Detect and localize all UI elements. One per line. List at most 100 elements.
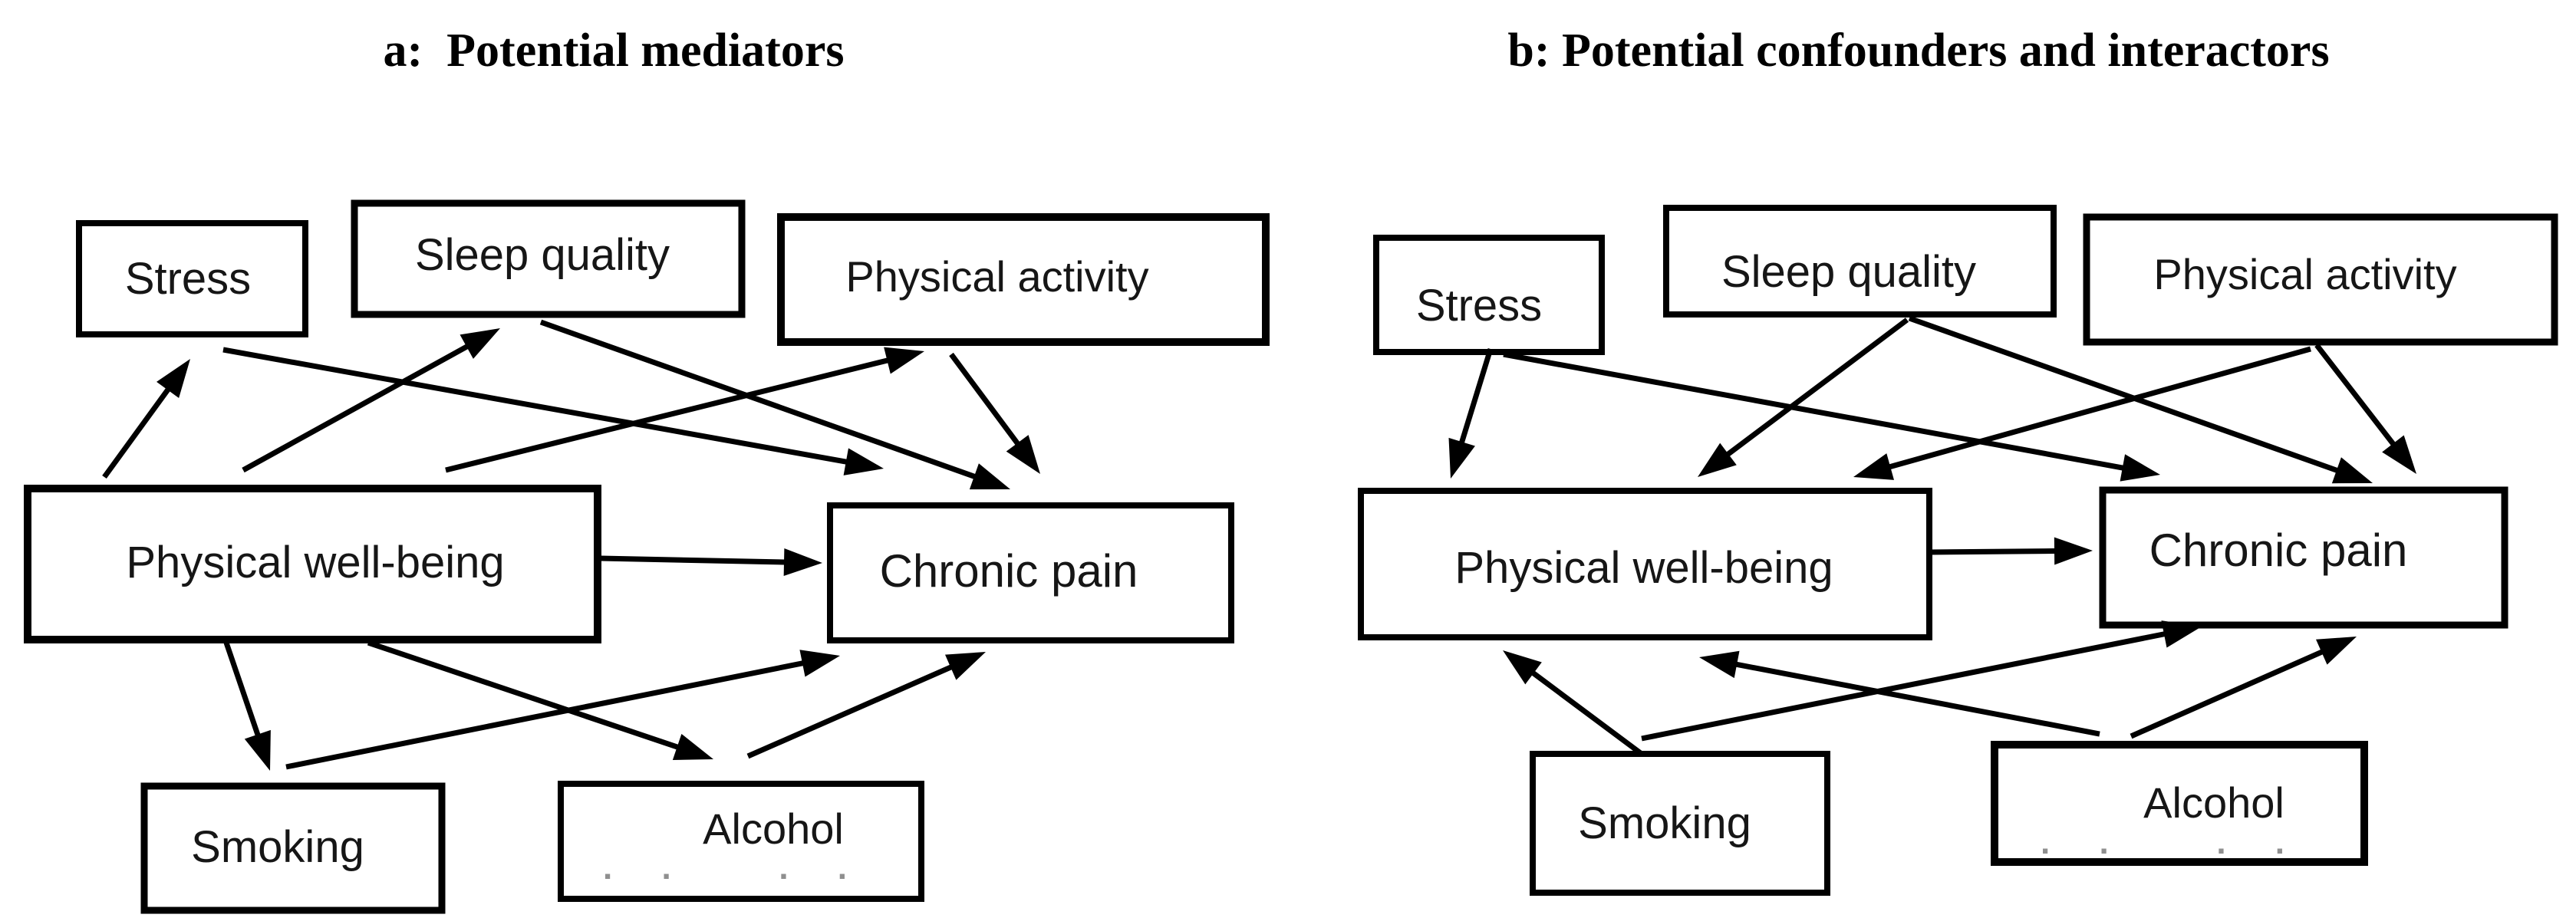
edge-b-alcohol-to-wellbeing bbox=[1699, 650, 2100, 737]
edge-b-sleep-to-pain bbox=[1908, 315, 2373, 484]
edge-a-stress-to-pain-shaft bbox=[222, 347, 860, 467]
edge-a-wellbeing-to-activity-shaft bbox=[445, 354, 901, 473]
edge-a-wellbeing-to-smoking bbox=[223, 641, 271, 771]
node-a-pain: Chronic pain bbox=[827, 502, 1234, 643]
edge-a-wellbeing-to-pain-arrowhead-icon bbox=[783, 548, 822, 576]
edge-a-alcohol-to-pain bbox=[746, 652, 986, 759]
edge-a-wellbeing-to-stress-arrowhead-icon bbox=[156, 359, 190, 399]
edge-a-smoking-to-pain bbox=[285, 650, 840, 770]
node-a-stress: Stress bbox=[76, 220, 308, 337]
edge-b-sleep-to-wellbeing-arrowhead-icon bbox=[1698, 443, 1737, 477]
node-b-activity: Physical activity bbox=[2083, 213, 2558, 346]
edge-a-wellbeing-to-smoking-shaft bbox=[223, 641, 265, 749]
edge-a-wellbeing-to-sleep-shaft bbox=[242, 337, 480, 473]
node-a-wellbeing-label: Physical well-being bbox=[126, 538, 504, 587]
edge-a-stress-to-pain-arrowhead-icon bbox=[843, 448, 884, 475]
edge-a-wellbeing-to-pain-shaft bbox=[600, 555, 798, 565]
edge-b-stress-to-pain-shaft bbox=[1503, 351, 2136, 473]
node-a-stress-label: Stress bbox=[125, 254, 251, 304]
node-b-pain-box bbox=[2099, 486, 2508, 629]
edge-b-sleep-to-pain-shaft bbox=[1908, 315, 2350, 478]
node-a-sleep-label: Sleep quality bbox=[415, 230, 670, 280]
node-b-stress-label: Stress bbox=[1416, 281, 1542, 331]
edge-b-smoking-to-pain-shaft bbox=[1641, 628, 2178, 742]
edge-b-activity-to-pain-arrowhead-icon bbox=[2382, 435, 2416, 474]
node-b-pain: Chronic pain bbox=[2099, 486, 2508, 629]
node-a-stress-box bbox=[76, 220, 308, 337]
edge-b-smoking-to-wellbeing-shaft bbox=[1520, 663, 1644, 756]
erased-text-artifact-a: . . . . bbox=[603, 849, 867, 887]
diagram-a-title: a: Potential mediators bbox=[384, 25, 845, 77]
edge-b-activity-to-wellbeing-arrowhead-icon bbox=[1853, 453, 1895, 480]
edge-b-stress-to-wellbeing-shaft bbox=[1455, 347, 1494, 456]
edge-b-stress-to-wellbeing-arrowhead-icon bbox=[1448, 437, 1475, 479]
node-a-wellbeing: Physical well-being bbox=[24, 485, 601, 643]
node-a-wellbeing-box bbox=[24, 485, 601, 643]
edge-b-alcohol-to-pain-arrowhead-icon bbox=[2315, 637, 2357, 665]
node-b-smoking-box bbox=[1530, 751, 1830, 896]
edge-a-sleep-to-pain-shaft bbox=[539, 319, 988, 484]
edge-b-smoking-to-pain bbox=[1641, 620, 2202, 742]
edge-b-smoking-to-pain-arrowhead-icon bbox=[2161, 620, 2202, 648]
edge-a-wellbeing-to-activity-arrowhead-icon bbox=[884, 347, 924, 374]
edge-b-stress-to-pain-arrowhead-icon bbox=[2120, 454, 2160, 482]
node-b-wellbeing-box bbox=[1358, 488, 1932, 640]
diagram-a: a: Potential mediators Stress Sleep qual… bbox=[24, 25, 1270, 914]
node-b-sleep: Sleep quality bbox=[1663, 205, 2057, 318]
erased-text-artifact-b: . . . . bbox=[2041, 824, 2304, 861]
edge-b-activity-to-wellbeing bbox=[1853, 346, 2311, 480]
edge-a-wellbeing-to-stress bbox=[102, 359, 190, 479]
node-a-activity-box bbox=[777, 213, 1270, 346]
edge-b-wellbeing-to-pain bbox=[1929, 537, 2093, 565]
node-b-pain-label: Chronic pain bbox=[2149, 525, 2408, 576]
edge-b-alcohol-to-pain-shaft bbox=[2130, 643, 2335, 739]
edge-b-wellbeing-to-pain-shaft bbox=[1929, 548, 2068, 555]
diagram-b: b: Potential confounders and interactors… bbox=[1358, 25, 2558, 896]
edge-a-alcohol-to-pain-shaft bbox=[746, 659, 964, 759]
node-b-sleep-box bbox=[1663, 205, 2057, 318]
edge-b-alcohol-to-pain bbox=[2130, 637, 2357, 739]
edge-a-activity-to-pain-arrowhead-icon bbox=[1006, 435, 1040, 474]
node-b-stress: Stress bbox=[1373, 235, 1605, 355]
edge-a-wellbeing-to-alcohol-arrowhead-icon bbox=[672, 733, 713, 761]
node-b-alcohol-box bbox=[1991, 741, 2368, 866]
node-a-sleep-box bbox=[351, 199, 746, 318]
diagram-b-title: b: Potential confounders and interactors bbox=[1507, 25, 2329, 77]
edge-b-smoking-to-wellbeing-arrowhead-icon bbox=[1503, 650, 1542, 685]
edge-b-activity-to-pain bbox=[2314, 343, 2416, 474]
edge-a-wellbeing-to-sleep-arrowhead-icon bbox=[460, 328, 500, 359]
edge-a-alcohol-to-pain-arrowhead-icon bbox=[944, 652, 986, 680]
edge-a-wellbeing-to-alcohol bbox=[367, 640, 713, 761]
node-a-pain-label: Chronic pain bbox=[880, 545, 1138, 597]
edge-a-smoking-to-pain-arrowhead-icon bbox=[799, 650, 840, 677]
node-b-alcohol-label: Alcohol bbox=[2143, 778, 2284, 827]
edge-b-sleep-to-wellbeing bbox=[1698, 318, 1909, 477]
node-b-smoking: Smoking bbox=[1530, 751, 1830, 896]
edge-a-wellbeing-to-stress-shaft bbox=[102, 377, 178, 479]
node-a-alcohol-box bbox=[558, 781, 924, 902]
node-b-activity-label: Physical activity bbox=[2153, 250, 2456, 298]
node-a-smoking-box bbox=[140, 782, 446, 914]
node-a-activity-label: Physical activity bbox=[845, 252, 1148, 301]
edge-b-stress-to-pain bbox=[1503, 351, 2160, 482]
node-b-wellbeing-label: Physical well-being bbox=[1454, 543, 1833, 593]
edge-b-alcohol-to-wellbeing-arrowhead-icon bbox=[1699, 650, 1740, 679]
edge-a-activity-to-pain-shaft bbox=[949, 352, 1028, 456]
edge-a-stress-to-pain bbox=[222, 347, 884, 475]
node-a-sleep: Sleep quality bbox=[351, 199, 746, 318]
edge-a-wellbeing-to-activity bbox=[445, 347, 924, 473]
edge-b-sleep-to-wellbeing-shaft bbox=[1715, 318, 1909, 465]
edge-a-activity-to-pain bbox=[949, 352, 1040, 474]
node-a-activity: Physical activity bbox=[777, 213, 1270, 346]
node-a-alcohol-label: Alcohol bbox=[703, 804, 844, 853]
node-a-pain-box bbox=[827, 502, 1234, 643]
edge-a-sleep-to-pain-arrowhead-icon bbox=[969, 463, 1010, 490]
edge-b-activity-to-pain-shaft bbox=[2314, 343, 2403, 456]
edge-b-wellbeing-to-pain-arrowhead-icon bbox=[2054, 537, 2093, 565]
node-b-sleep-label: Sleep quality bbox=[1721, 247, 1976, 297]
edge-b-alcohol-to-wellbeing-shaft bbox=[1723, 659, 2100, 737]
edge-b-activity-to-wellbeing-shaft bbox=[1876, 346, 2311, 473]
node-a-alcohol: Alcohol . . . . bbox=[558, 781, 924, 902]
diagram-b-edges bbox=[1448, 315, 2416, 756]
